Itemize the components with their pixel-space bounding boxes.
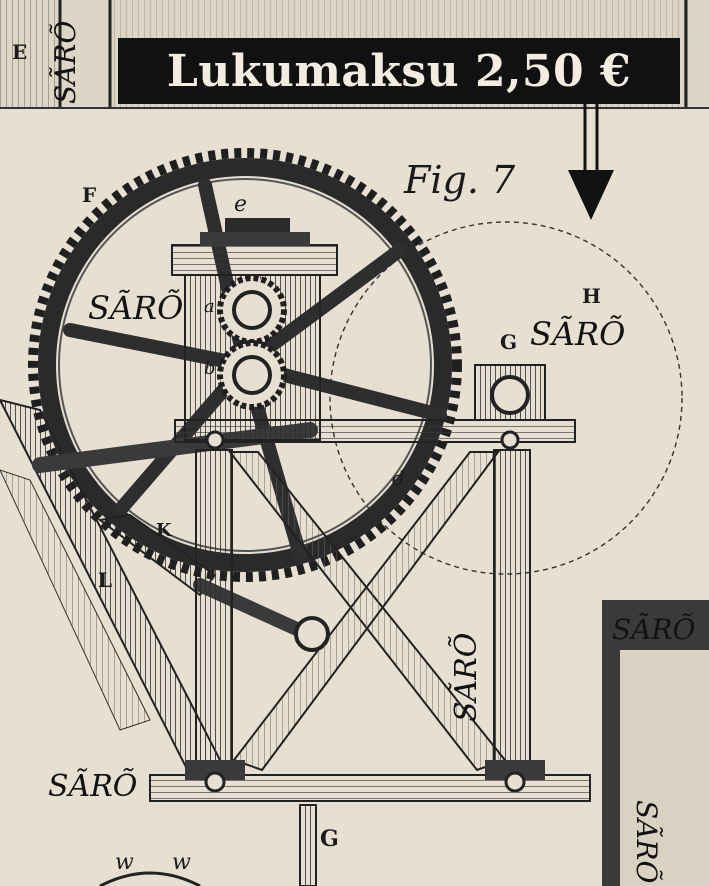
label-k: K [156,520,172,541]
dashed-circle [329,221,683,575]
label-e-top: E [12,40,28,64]
price-banner: Lukumaksu 2,50 € [118,38,680,104]
x-brace [227,451,507,772]
top-left-panel [0,0,60,108]
label-g-right: G [500,330,518,354]
figure-caption: Fig. 7 [404,158,516,202]
gear-rim [38,158,452,572]
gear-teeth [28,148,462,582]
label-w2: w [172,850,191,875]
left-column [195,449,233,766]
crossbar [174,419,576,443]
watermark: SÃRÕ [49,20,82,104]
head-cap [171,244,338,276]
watermark: SÃRÕ [88,289,184,327]
watermark: SÃRÕ [530,315,626,353]
label-b: b [204,358,216,379]
label-g-bottom: G [320,826,339,852]
label-e-small: e [234,192,248,217]
label-f: F [82,183,97,207]
watermark: SÃRÕ [48,769,138,804]
watermark: SÃRÕ [612,613,696,646]
price-text: Lukumaksu 2,50 € [166,45,632,97]
label-h: H [582,284,601,308]
label-l: L [98,568,113,592]
label-a: a [204,296,215,317]
watermark: SÃRÕ [449,632,484,722]
down-arrow-icon [568,104,614,220]
label-d: d [392,466,405,490]
right-column [493,449,531,766]
label-w1: w [115,850,134,875]
watermark: SÃRÕ [630,800,663,884]
